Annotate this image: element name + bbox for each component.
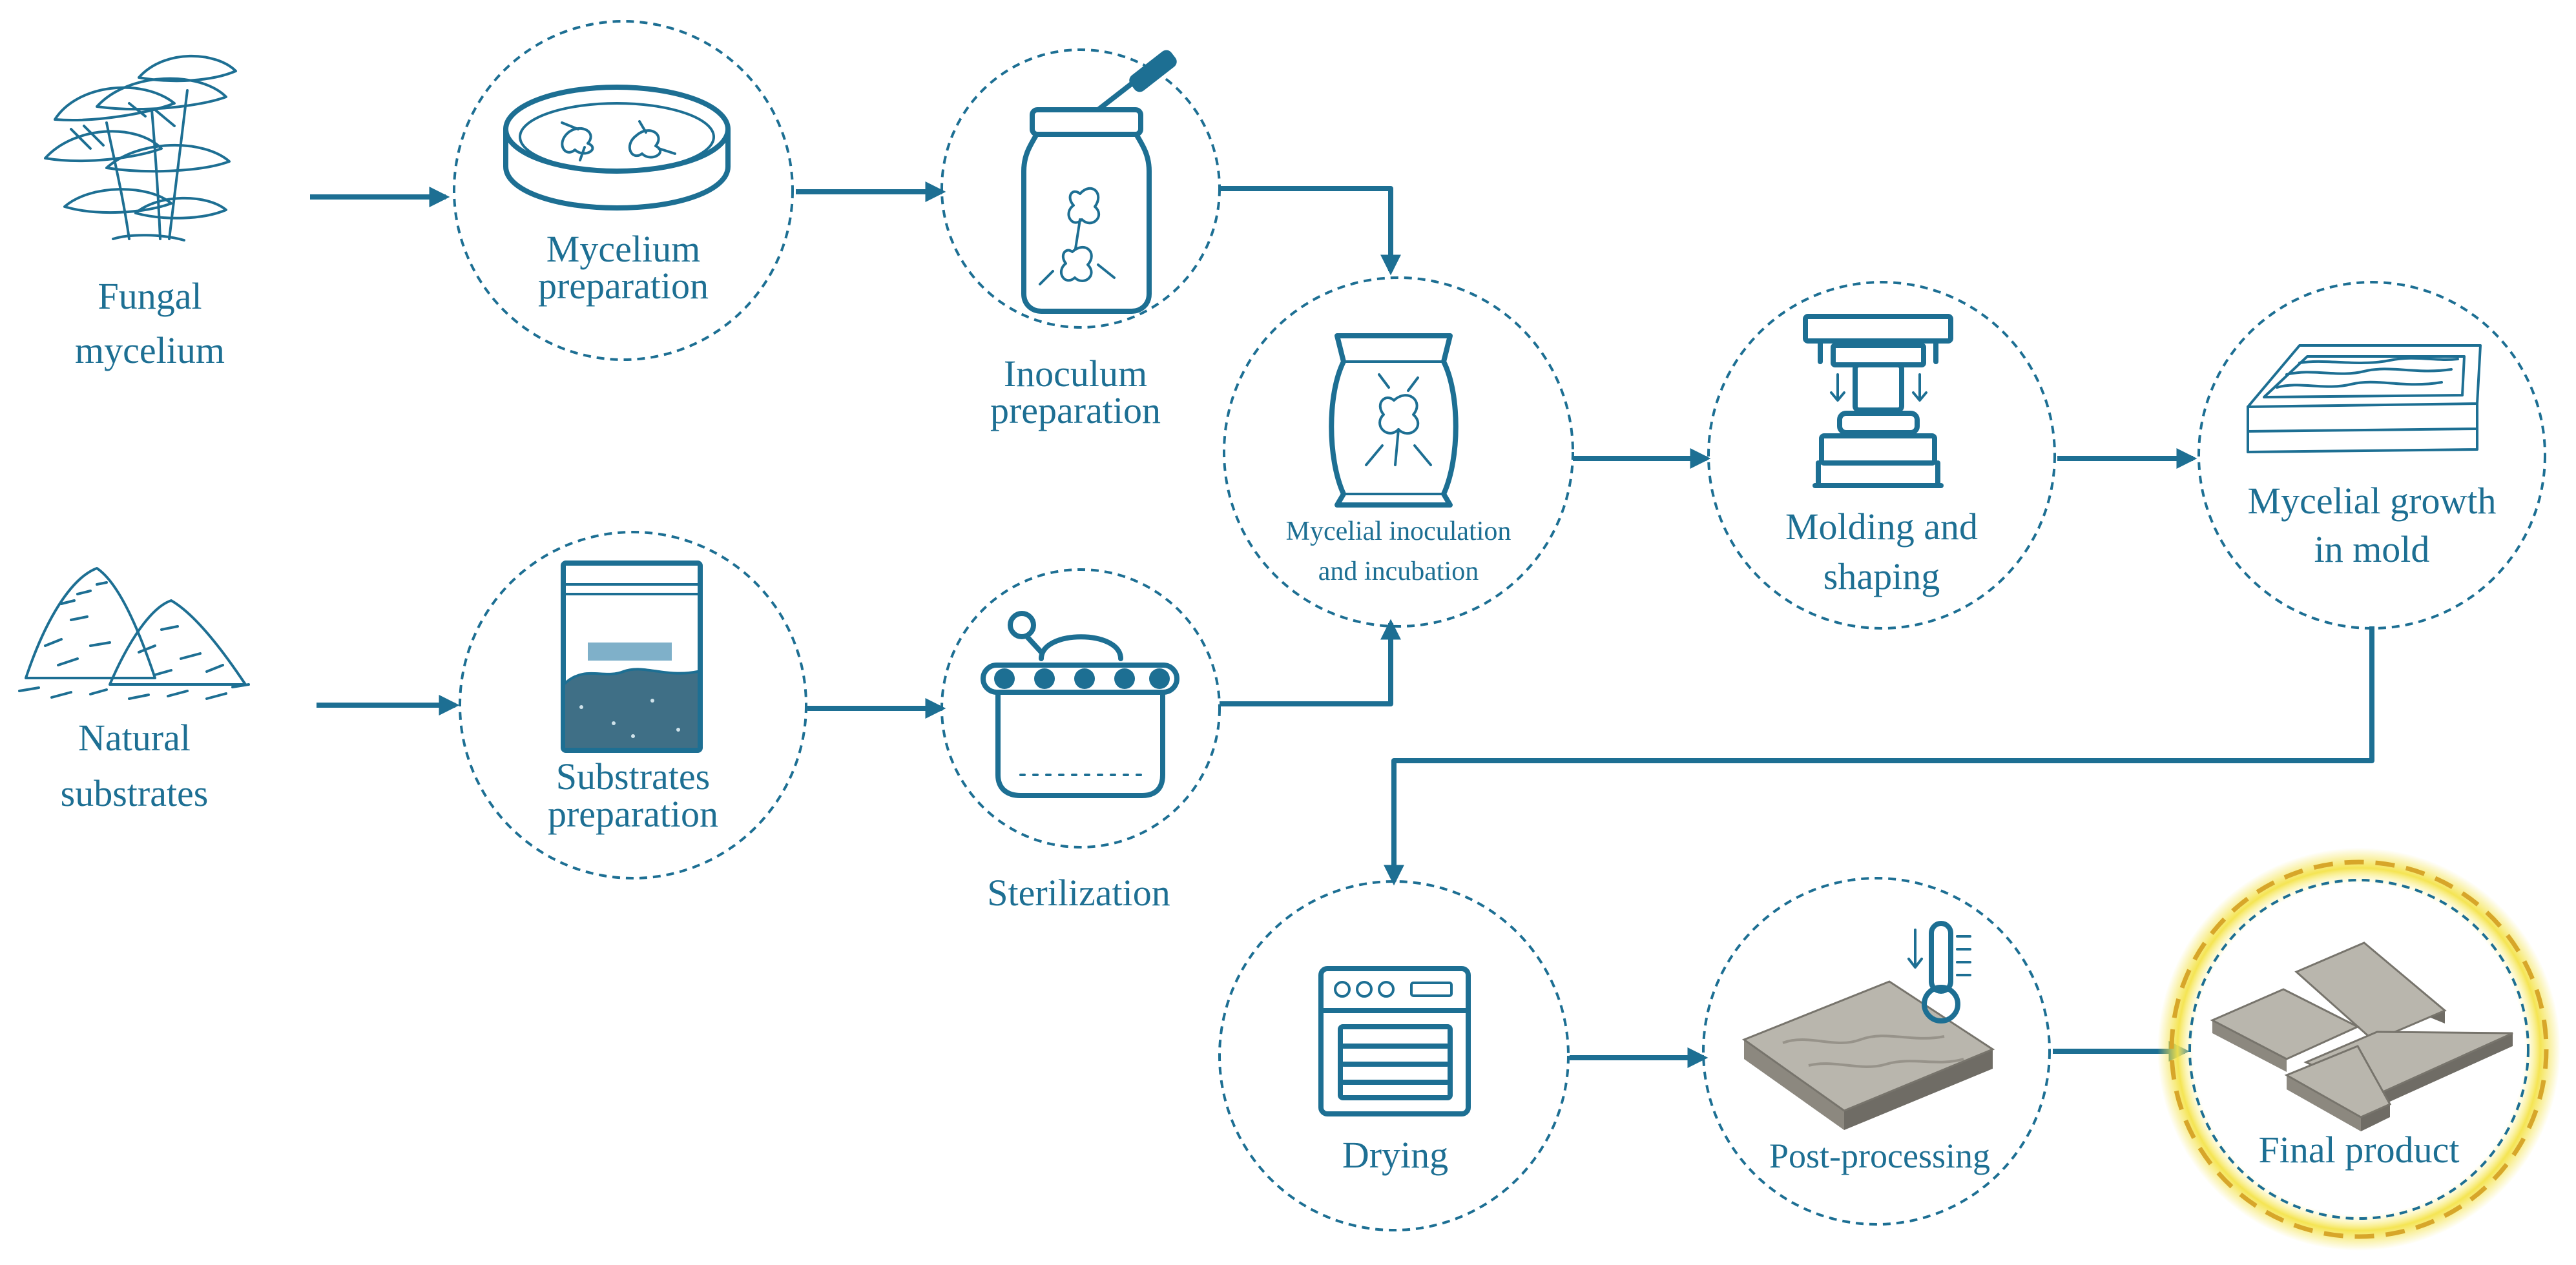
final-product-label: Final product bbox=[2259, 1129, 2460, 1171]
mold-tray-icon bbox=[2247, 344, 2482, 453]
substrate-pile-icon bbox=[18, 567, 250, 700]
drying-ring bbox=[1218, 880, 1570, 1231]
jar-pipette-icon bbox=[1021, 50, 1177, 314]
arrow-inoculum-to-inoculation bbox=[1220, 186, 1401, 276]
inoculation-label-line2: and incubation bbox=[1318, 557, 1479, 586]
step-inoculum-preparation: Inoculum preparation bbox=[940, 48, 1221, 431]
sterilization-label: Sterilization bbox=[987, 872, 1170, 914]
step-molding-shaping: Molding and shaping bbox=[1707, 281, 2056, 630]
post-processing-label: Post-processing bbox=[1769, 1136, 1990, 1175]
inoculum-label-line2: preparation bbox=[990, 389, 1161, 431]
fungal-label-line2: mycelium bbox=[75, 329, 225, 371]
grow-bag-icon bbox=[1329, 333, 1459, 508]
arrow-sterilization-to-inoculation bbox=[1220, 619, 1401, 706]
drying-label: Drying bbox=[1342, 1134, 1448, 1176]
molding-label-line2: shaping bbox=[1823, 555, 1940, 597]
inoculum-ring bbox=[940, 48, 1221, 329]
flow-arrows bbox=[310, 181, 2374, 1068]
petri-dish-icon bbox=[503, 85, 731, 211]
fungal-mycelium-input: Fungal mycelium bbox=[44, 54, 237, 371]
step-mycelial-growth: Mycelial growth in mold bbox=[2197, 281, 2546, 630]
step-drying: Drying bbox=[1218, 880, 1570, 1231]
growth-label-line2: in mold bbox=[2314, 528, 2430, 570]
inoculation-ring bbox=[1223, 276, 1574, 628]
mycelium-prep-ring bbox=[453, 20, 794, 361]
mushroom-icon bbox=[44, 54, 237, 242]
inoculum-label-line1: Inoculum bbox=[1004, 353, 1147, 395]
growth-ring bbox=[2197, 281, 2546, 630]
mycelium-prep-label-line1: Mycelium bbox=[546, 228, 700, 270]
autoclave-icon bbox=[981, 611, 1179, 798]
step-final-product: Final product bbox=[2157, 848, 2560, 1251]
step-sterilization: Sterilization bbox=[940, 568, 1221, 914]
molding-label-line1: Molding and bbox=[1785, 506, 1978, 548]
natural-label-line1: Natural bbox=[78, 717, 191, 759]
natural-label-line2: substrates bbox=[61, 772, 209, 814]
post-processing-ring bbox=[1702, 877, 2051, 1226]
step-mycelial-inoculation: Mycelial inoculation and incubation bbox=[1223, 276, 1574, 628]
mycelium-prep-label-line2: preparation bbox=[538, 265, 709, 307]
inoculation-label-line1: Mycelial inoculation bbox=[1286, 517, 1511, 546]
natural-substrates-input: Natural substrates bbox=[18, 567, 250, 814]
substrates-prep-label-line1: Substrates bbox=[556, 756, 710, 797]
final-product-highlight-ring bbox=[2169, 859, 2549, 1239]
step-post-processing: Post-processing bbox=[1702, 877, 2051, 1226]
sterilization-ring bbox=[940, 568, 1221, 848]
container-icon bbox=[561, 561, 703, 753]
step-substrates-preparation: Substrates preparation bbox=[459, 531, 807, 879]
substrates-prep-ring bbox=[459, 531, 807, 879]
press-icon bbox=[1803, 314, 1953, 488]
final-product-ring bbox=[2188, 879, 2529, 1220]
tile-thermometer-icon bbox=[1741, 921, 1995, 1130]
molding-ring bbox=[1707, 281, 2056, 630]
growth-label-line1: Mycelial growth bbox=[2248, 480, 2497, 522]
step-mycelium-preparation: Mycelium preparation bbox=[453, 20, 794, 361]
substrates-prep-label-line2: preparation bbox=[548, 793, 718, 835]
tiles-icon bbox=[2210, 941, 2513, 1131]
oven-icon bbox=[1318, 966, 1471, 1116]
arrow-growth-to-drying bbox=[1384, 626, 2374, 886]
fungal-label-line1: Fungal bbox=[98, 275, 202, 317]
